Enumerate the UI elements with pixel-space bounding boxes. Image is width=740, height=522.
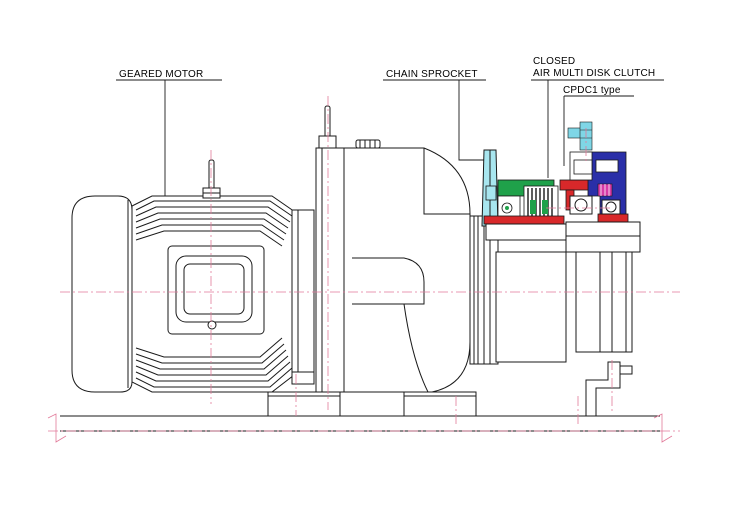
motor-body xyxy=(131,195,315,393)
clutch-output-hub xyxy=(485,221,641,363)
chain-sprocket-label: CHAIN SPROCKET xyxy=(386,69,478,80)
clutch-housing xyxy=(569,151,627,215)
centerlines xyxy=(60,96,680,426)
breather-cap xyxy=(355,139,381,149)
clutch-type-label: CPDC1 type xyxy=(563,85,621,96)
gear-reducer xyxy=(315,147,487,393)
clutch-disk-pack xyxy=(523,185,559,221)
reducer-eyebolt xyxy=(318,105,337,149)
return-springs xyxy=(597,183,613,197)
base-line xyxy=(47,413,680,443)
motor-fan-cover xyxy=(71,195,133,393)
geared-motor-label: GEARED MOTOR xyxy=(119,69,204,80)
torque-arm xyxy=(575,251,633,417)
leader-lines xyxy=(116,79,664,202)
motor-eyebolt xyxy=(202,159,221,199)
air-fitting xyxy=(567,121,593,151)
chain-sprocket xyxy=(481,149,499,365)
reducer-feet xyxy=(403,391,477,417)
clutch-label-line2: AIR MULTI DISK CLUTCH xyxy=(533,68,656,79)
clutch-label-line1: CLOSED xyxy=(533,56,576,67)
